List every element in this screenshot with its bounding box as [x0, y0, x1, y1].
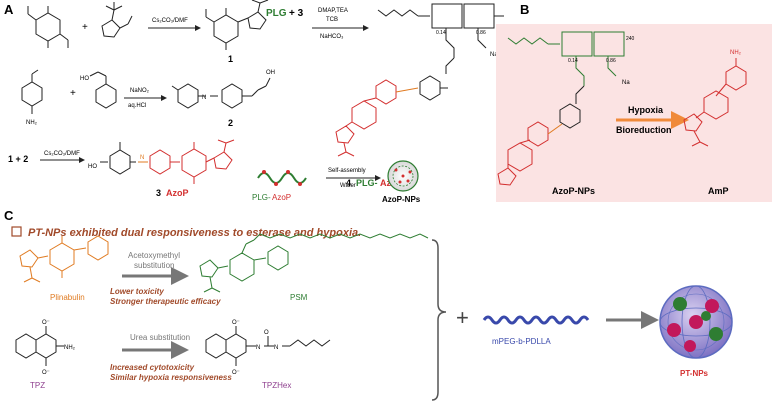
imidazole-aldehyde-structure [101, 2, 133, 38]
tpzhex-structure [205, 326, 331, 366]
acetoxymethyl-line2: substitution [134, 261, 174, 270]
increased-cytotoxicity: Increased cytotoxicity [110, 363, 195, 372]
tpzhex-nh-1: N [256, 345, 260, 351]
plg-azop-label-plg: PLG- [252, 193, 271, 202]
r4-plg: PLG [266, 8, 287, 19]
r1-conditions: Cs₂CO₃/DMF [152, 18, 188, 24]
diacetyl-dkp-structure [27, 6, 69, 48]
nh2-label-b: NH₂ [730, 50, 742, 56]
compound-1-structure [205, 0, 269, 50]
azop-nps-label-b: AzoP-NPs [552, 186, 595, 196]
nh2-label-a: NH₂ [26, 120, 38, 126]
tpzhex-o-top: O⁻ [232, 320, 240, 326]
b-na-label: Na [622, 80, 630, 86]
similar-hypoxia: Similar hypoxia responsiveness [110, 373, 232, 382]
r4-sub-086: 0.86 [476, 30, 486, 36]
assembly-bottom: Water [340, 183, 356, 189]
panel-a-letter: A [4, 2, 14, 17]
compound-3-name: AzoP [166, 188, 189, 198]
tpzhex-label: TPZHex [262, 381, 291, 390]
r2-conditions-top: NaNO₂ [130, 88, 150, 94]
plus-sign-c: + [456, 305, 469, 330]
headline-bullet-box [11, 226, 22, 237]
r4-cond-top2: TCB [326, 17, 338, 23]
plg-azop-polymer-structure [335, 3, 504, 157]
tpzhex-o-urea: O [264, 330, 269, 336]
amp-label: AmP [708, 186, 729, 196]
b-sub-240: 240 [626, 36, 635, 42]
r4-sub-014: 0.14 [436, 30, 446, 36]
plg-azop-chain-icon [257, 170, 307, 186]
azo-n-label-3: N [140, 155, 144, 161]
plinabulin-label: Plinabulin [50, 293, 85, 302]
panel-c-letter: C [4, 208, 14, 223]
r3-reactants: 1 + 2 [8, 154, 28, 164]
azo-n-label: N [202, 95, 206, 101]
ho-label-a: HO [80, 76, 89, 82]
bioreduction-label: Bioreduction [616, 125, 672, 135]
compound-1-label: 1 [228, 54, 233, 64]
r2-conditions-bottom: aq.HCl [128, 103, 146, 109]
ho-label-3: HO [88, 164, 97, 170]
r3-conditions: Cs₂CO₃/DMF [44, 151, 80, 157]
psm-structure [199, 233, 429, 293]
grouping-brace [431, 239, 447, 401]
plinabulin-structure [19, 235, 109, 283]
r4-plus3: + 3 [289, 8, 304, 19]
tpz-nh2: NH₂ [64, 345, 76, 351]
pt-nps-label: PT-NPs [680, 369, 709, 378]
azop-nps-micelle-icon [387, 160, 419, 192]
compound-4-plg: PLG- [356, 178, 378, 188]
mpeg-pdlla-label: mPEG-b-PDLLA [492, 337, 551, 346]
plus-sign-1: + [82, 22, 88, 33]
psm-label: PSM [290, 293, 308, 302]
r4-cond-top1: DMAP,TEA [318, 8, 348, 14]
tpz-label: TPZ [30, 381, 45, 390]
urea-sub-label: Urea substitution [130, 333, 190, 342]
mpeg-pdlla-chain-icon [482, 315, 590, 325]
amp-structure [683, 58, 747, 147]
pt-nps-nanoparticle-icon [659, 285, 733, 359]
plus-sign-2: + [70, 88, 76, 99]
compound-4-num: 4 [346, 178, 351, 188]
panel-c-headline: PT-NPs exhibited dual responsiveness to … [28, 227, 361, 239]
compound-3-num: 3 [156, 188, 161, 198]
tpz-structure [15, 326, 64, 366]
r4-cond-bottom: NaHCO₃ [320, 34, 344, 40]
azop-nps-structure-b [497, 31, 625, 186]
n-methylaniline-ethanol-structure [89, 71, 117, 109]
plg-azop-label-azop: AzoP [272, 193, 291, 202]
compound-2-structure [171, 77, 271, 109]
acetoxymethyl-line1: Acetoxymethyl [128, 251, 180, 260]
tpz-o-bottom: O⁻ [42, 370, 50, 376]
panel-b-letter: B [520, 2, 529, 17]
tpz-o-top: O⁻ [42, 320, 50, 326]
tpzhex-nh-2: N [274, 345, 278, 351]
assembly-top: Self-assembly [328, 168, 366, 174]
oh-label-2: OH [266, 70, 275, 76]
b-sub-014: 0.14 [568, 58, 578, 64]
aminobenzaldehyde-structure [21, 69, 43, 114]
b-sub-086: 0.86 [606, 58, 616, 64]
tpzhex-o-bottom: O⁻ [232, 370, 240, 376]
lower-toxicity: Lower toxicity [110, 287, 164, 296]
compound-2-label: 2 [228, 118, 233, 128]
azop-nps-label: AzoP-NPs [382, 195, 421, 204]
azop-structure [100, 139, 235, 184]
hypoxia-label: Hypoxia [628, 105, 664, 115]
r4-na-label: Na [490, 52, 498, 58]
stronger-efficacy: Stronger therapeutic efficacy [110, 297, 221, 306]
